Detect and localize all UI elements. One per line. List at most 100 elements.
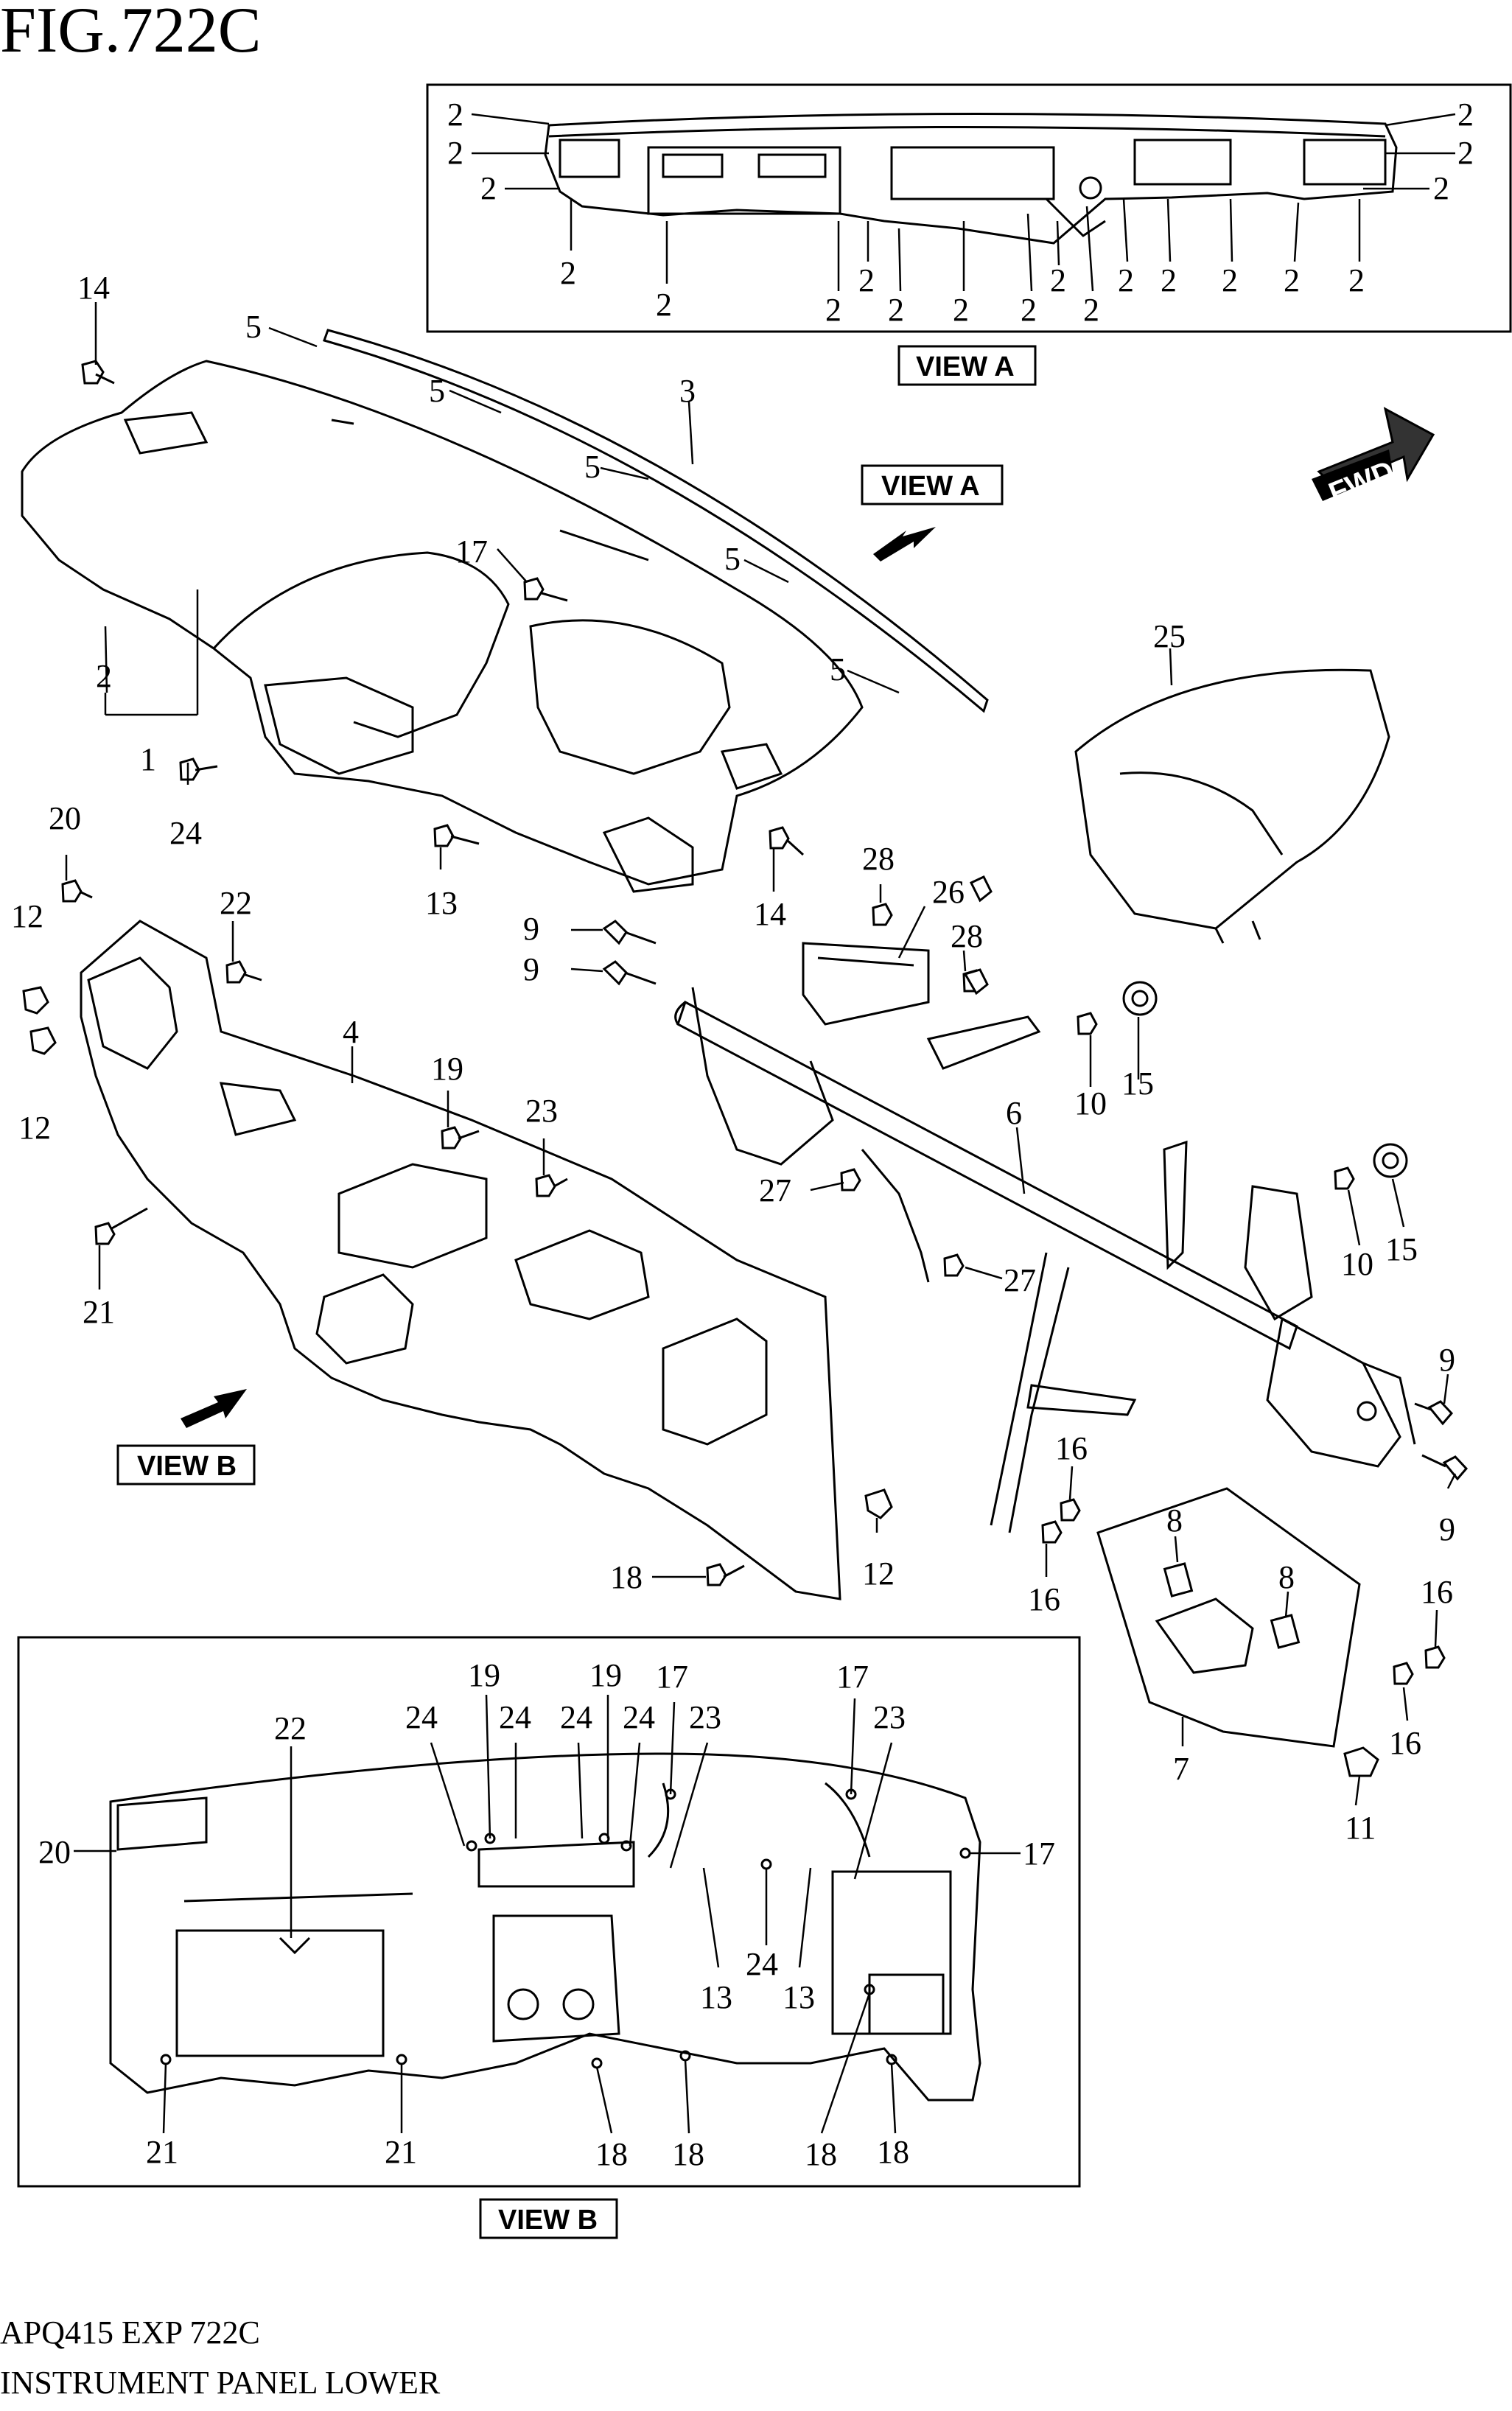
callout-number: 11 xyxy=(1345,1810,1376,1846)
washer-icon xyxy=(1373,1143,1408,1178)
bolt-icon xyxy=(535,1174,568,1197)
callout-number: 26 xyxy=(932,874,965,910)
view-a-leader-lines xyxy=(471,113,1456,292)
callout-number: 7 xyxy=(1173,1751,1189,1787)
callout-number: 2 xyxy=(1118,262,1134,298)
bolt-icon xyxy=(523,577,568,602)
callout-number: 1 xyxy=(140,741,156,777)
callout-number: 2 xyxy=(447,135,463,171)
callout-number: 12 xyxy=(18,1110,51,1146)
nut-icon xyxy=(1343,1746,1379,1777)
bolt-icon xyxy=(61,879,93,903)
callout-number: 14 xyxy=(77,270,110,306)
callout-number: 2 xyxy=(888,292,904,328)
view-a-inset-box xyxy=(426,83,1512,333)
callout-number: 24 xyxy=(405,1699,438,1735)
clip-icon xyxy=(29,1026,57,1055)
view-b-inset-box xyxy=(17,1636,1081,2188)
callout-number: 2 xyxy=(1348,262,1365,298)
bracket-drawing xyxy=(1096,1487,1361,1748)
callout-number: 16 xyxy=(1028,1581,1060,1617)
bolt-icon xyxy=(1334,1166,1355,1190)
callout-number: 24 xyxy=(560,1699,592,1735)
callout-number: 13 xyxy=(425,885,458,921)
callout-number: 10 xyxy=(1341,1246,1373,1282)
callout-number: 21 xyxy=(83,1294,115,1330)
callout-number: 2 xyxy=(1161,262,1177,298)
bolt-icon xyxy=(441,1126,480,1149)
lower-instrument-panel-drawing xyxy=(80,920,841,1600)
callout-number: 2 xyxy=(1433,170,1449,206)
view-a-panel-drawing xyxy=(544,112,1398,245)
callout-number: 8 xyxy=(1278,1559,1295,1595)
view-b-arrow-label: VIEW B xyxy=(137,1451,237,1482)
callout-number: 19 xyxy=(468,1657,500,1693)
callout-number: 22 xyxy=(220,885,252,921)
callout-number: 5 xyxy=(724,541,741,577)
callout-number: 5 xyxy=(429,373,445,409)
bolt-icon xyxy=(433,824,480,847)
callout-number: 2 xyxy=(480,170,497,206)
callout-number: 2 xyxy=(1050,262,1066,298)
callout-number: 18 xyxy=(610,1559,643,1595)
callout-number: 18 xyxy=(672,2136,704,2172)
bolt-icon xyxy=(179,757,218,781)
callout-number: 9 xyxy=(1439,1342,1455,1378)
callout-number: 16 xyxy=(1055,1430,1088,1466)
view-a-arrow-label-box xyxy=(861,464,1004,505)
callout-number: 2 xyxy=(96,658,112,694)
callout-labels: 2 2 2 2 2 2 2 2 2 2 2 2 2 2 2 2 2 2 2 2 … xyxy=(11,97,1474,2172)
callout-number: 24 xyxy=(623,1699,655,1735)
callout-number: 9 xyxy=(523,951,539,987)
callout-number: 19 xyxy=(431,1051,463,1087)
clip-icon xyxy=(864,1488,893,1519)
bolt-icon xyxy=(1041,1520,1063,1544)
bolt-icon xyxy=(706,1563,745,1586)
bolt-icon xyxy=(94,1207,148,1245)
meter-hood-drawing xyxy=(1074,668,1390,944)
bolt-icon xyxy=(225,960,262,984)
view-b-box-label: VIEW B xyxy=(498,2205,598,2236)
callout-number: 17 xyxy=(1023,1836,1055,1872)
callout-number: 15 xyxy=(1385,1231,1418,1267)
callout-number: 2 xyxy=(1457,97,1474,133)
callout-number: 24 xyxy=(746,1946,778,1982)
callout-number: 2 xyxy=(1021,292,1037,328)
view-a-arrow-label: VIEW A xyxy=(881,471,980,502)
callout-number: 13 xyxy=(700,1979,732,2015)
callout-number: 2 xyxy=(1083,292,1099,328)
bolt-icon xyxy=(1424,1645,1446,1669)
screw-icon xyxy=(1421,1454,1469,1481)
bolt-icon xyxy=(769,826,805,856)
callout-number: 17 xyxy=(455,533,488,570)
callout-number: 27 xyxy=(759,1172,791,1208)
callout-number: 2 xyxy=(656,287,672,323)
screw-icon xyxy=(602,960,657,986)
callout-number: 19 xyxy=(589,1657,622,1693)
bolt-icon xyxy=(943,1253,965,1277)
main-leader-lines xyxy=(65,302,1457,1806)
callout-number: 2 xyxy=(1222,262,1238,298)
bolt-icon xyxy=(1060,1498,1081,1522)
callout-number: 21 xyxy=(385,2134,417,2170)
callout-number: 6 xyxy=(1006,1095,1022,1131)
bolt-icon xyxy=(81,360,115,385)
callout-number: 23 xyxy=(873,1699,906,1735)
callout-number: 28 xyxy=(951,918,983,954)
clip-icon xyxy=(969,875,993,903)
view-b-panel-drawing xyxy=(109,1752,981,2102)
upper-instrument-panel-drawing xyxy=(21,360,864,893)
callout-number: 2 xyxy=(858,262,875,298)
bolt-icon xyxy=(840,1168,861,1191)
callout-number: 14 xyxy=(754,896,786,932)
callout-number: 2 xyxy=(560,255,576,291)
callout-number: 27 xyxy=(1004,1262,1036,1298)
callout-number: 5 xyxy=(584,449,601,485)
callout-number: 18 xyxy=(805,2136,837,2172)
callout-number: 2 xyxy=(1284,262,1300,298)
callout-number: 9 xyxy=(523,911,539,947)
view-b-label-box xyxy=(479,2198,618,2239)
fastener-icons xyxy=(22,360,1469,1777)
steering-support-member-drawing xyxy=(674,942,1416,1533)
clip-icon xyxy=(963,968,989,995)
